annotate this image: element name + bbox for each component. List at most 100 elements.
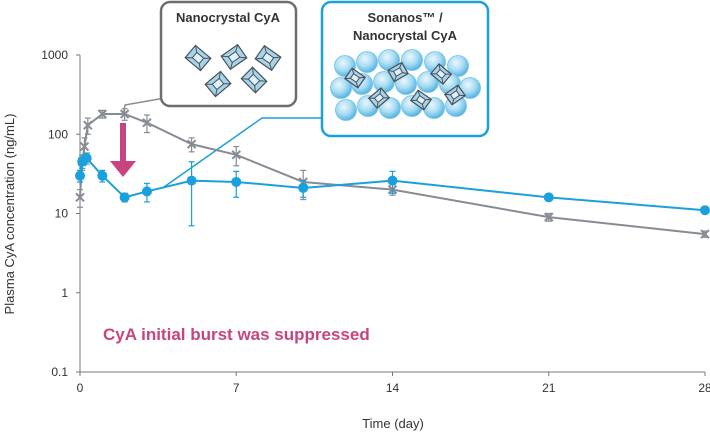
data-point [119,192,130,203]
crystal-edge [214,89,218,97]
y-tick-label: 10 [55,207,69,221]
crystal-inner [373,92,385,104]
crystal-edge [379,87,382,94]
particle-sphere [379,97,401,119]
marker-stroke [544,212,554,222]
x-tick-label: 14 [386,381,400,395]
sonanos-callout-title-line1: Sonanos™ / [367,10,443,25]
crystal-icon [367,87,391,109]
crystal-edge [387,69,394,72]
sonanos-callout: Sonanos™ / Nanocrystal CyA [320,0,490,138]
data-point [231,150,241,160]
crystal-icon [387,61,409,83]
marker-stroke [231,150,241,160]
crystal-inner [211,77,225,91]
crystal-edge [254,85,256,93]
crystal-edge [441,78,444,85]
crystal-edge [425,98,432,101]
crystal-inner [349,72,361,84]
crystal-edge [241,78,249,80]
data-point [97,170,108,181]
crystal-edge [218,71,222,79]
crystal-inner [392,67,404,77]
nanocrystal-callout-title: Nanocrystal CyA [176,10,281,25]
nanocrystal-callout-connector [122,97,166,117]
crystal-inner [261,51,275,65]
data-point [141,186,152,197]
crystal-edge [194,45,198,53]
crystal-edge [351,68,355,74]
data-point [700,229,710,239]
crystal-inner [191,51,205,65]
crystal-edge [269,63,273,71]
crystal-edge [198,63,202,71]
crystal-edge [223,83,231,85]
crystal-icon [429,63,453,85]
crystal-edge [402,72,409,75]
crystal-icon [204,70,232,98]
marker-stroke [83,120,93,130]
x-tick-label: 7 [233,381,240,395]
particle-sphere [417,71,439,93]
sonanos-illustration [330,49,481,121]
crystal-icon [254,44,282,72]
crystal-edge [417,90,421,96]
particle-sphere [330,77,352,99]
marker-stroke [97,109,108,119]
data-point [387,175,398,186]
marker-stroke [142,117,152,128]
data-point [75,192,85,203]
x-axis-title: Time (day) [362,416,424,431]
crystal-edge [255,57,263,60]
crystal-edge [185,57,193,59]
crystal-icon [443,84,467,106]
crystal-edge [239,56,247,59]
crystal-edge [229,62,233,70]
y-tick-label: 1 [61,286,68,300]
data-point [79,141,90,152]
nanocrystal-illustration [184,43,282,98]
crystal-icon [343,67,367,89]
crystal-inner [435,68,447,80]
particle-sphere [447,55,469,77]
crystal-edge [410,99,417,102]
crystal-icon [220,43,248,71]
crystal-edge [344,77,351,80]
crystal-inner [415,94,427,106]
crystal-inner [227,50,241,64]
burst-suppression-arrow [110,123,136,177]
crystal-edge [445,73,452,75]
crystal-edge [430,73,437,75]
marker-stroke [186,139,197,149]
crystal-edge [399,62,403,68]
crystal-icon [240,66,268,94]
crystal-edge [252,67,254,75]
crystal-edge [455,85,459,91]
crystal-edge [376,102,379,109]
crystal-edge [393,76,397,82]
data-point [83,120,93,130]
crystal-edge [205,83,213,85]
nanocrystal-callout: Nanocrystal CyA [159,0,298,108]
data-point [231,176,242,187]
crystal-edge [359,76,366,79]
data-point [543,192,554,203]
crystal-edge [355,82,359,88]
crystal-edge [235,44,239,52]
data-point [544,212,554,222]
sonanos-callout-connector [163,117,325,188]
y-tick-label: 1000 [41,48,68,62]
crystal-edge [383,97,390,99]
particle-sphere [335,99,357,121]
crystal-edge [421,104,425,110]
crystal-edge [451,99,455,105]
sonanos-callout-title-line2: Nanocrystal CyA [353,28,458,43]
marker-stroke [79,141,90,152]
marker-stroke [700,229,710,239]
particle-sphere [401,49,423,71]
particle-sphere [356,51,378,73]
crystal-edge [368,97,375,99]
